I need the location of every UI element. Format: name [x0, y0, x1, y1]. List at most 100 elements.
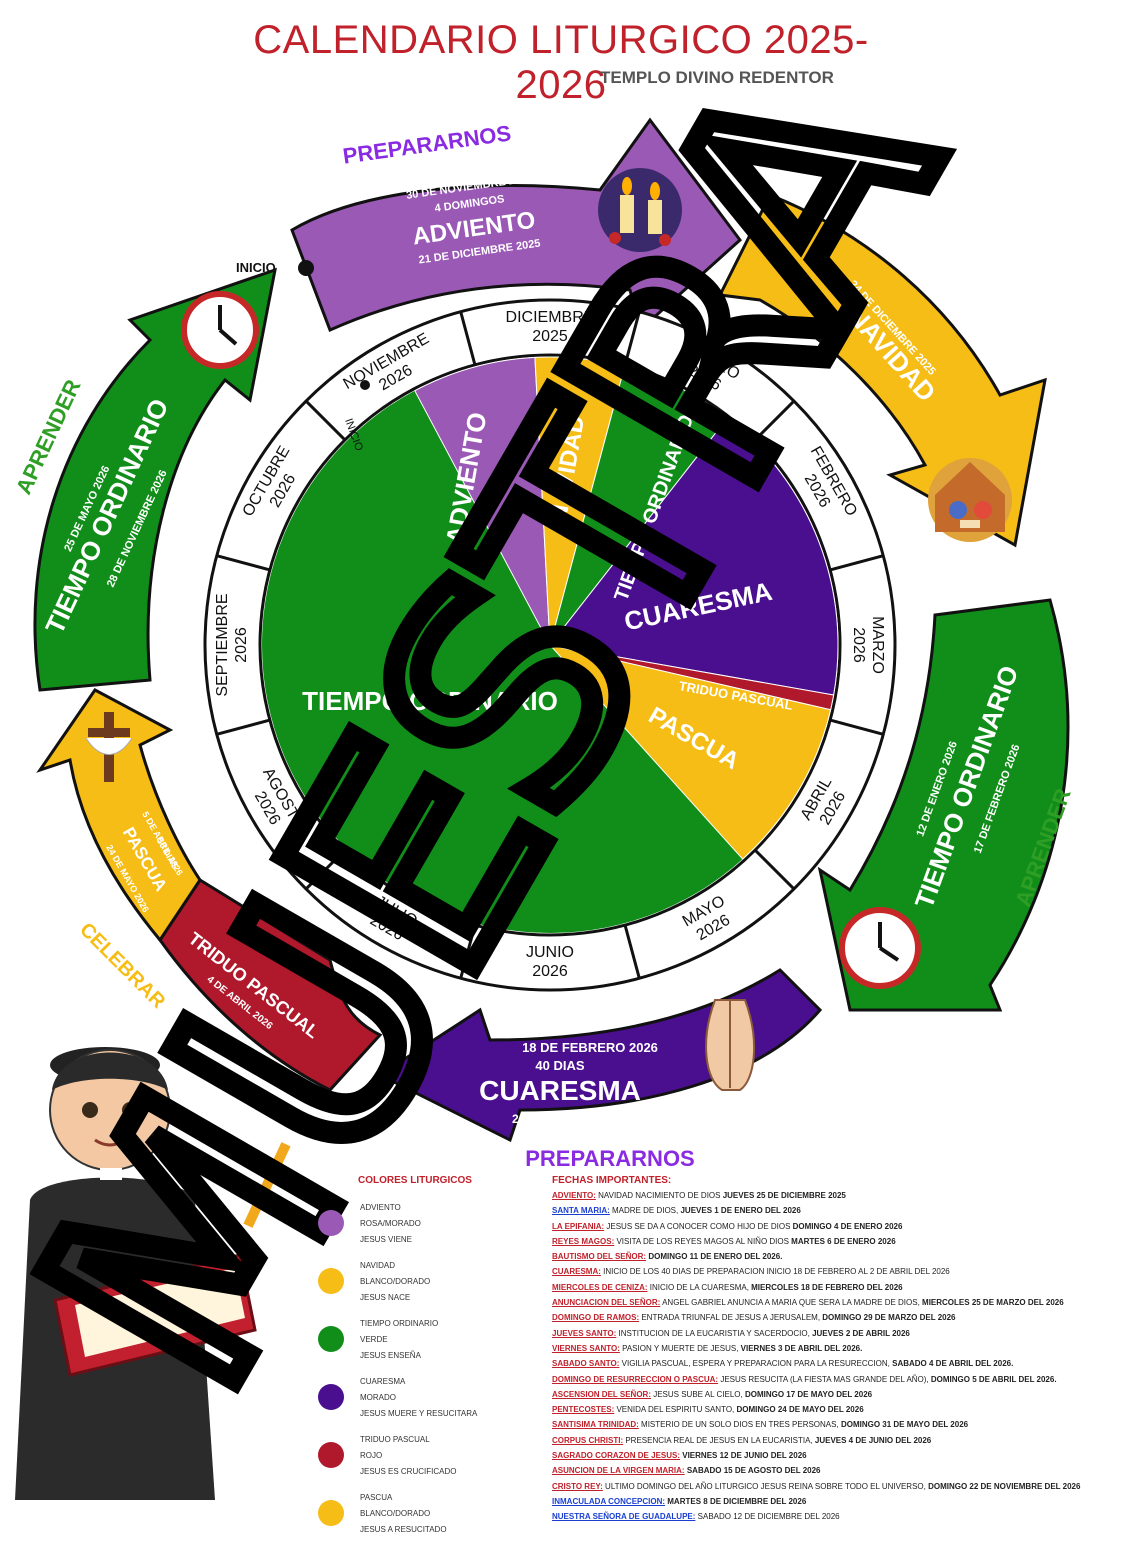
fecha-label: SANTA MARIA: — [552, 1206, 610, 1216]
legend-line: JESUS VIENE — [360, 1235, 413, 1244]
fecha-date: MIERCOLES 18 DE FEBRERO DEL 2026 — [751, 1282, 903, 1292]
pie-label-ordinario: TIEMPO ORDINARIO — [302, 686, 558, 716]
nativity-icon — [928, 458, 1012, 542]
fecha-date: JUEVES 25 DE DICIEMBRE 2025 — [722, 1191, 846, 1200]
fecha-text: VIGILIA PASCUAL, ESPERA Y PREPARACION PA… — [619, 1359, 893, 1369]
fecha-text: MISTERIO DE UN SOLO DIOS EN TRES PERSONA… — [638, 1420, 841, 1430]
arrow-ordinario-1: 12 DE ENERO 2026 TIEMPO ORDINARIO 17 DE … — [817, 598, 1070, 1012]
fecha-label: BAUTISMO DEL SEÑOR: — [552, 1252, 647, 1262]
fecha-text: ENTRADA TRIUNFAL DE JESUS A JERUSALEM, — [639, 1313, 823, 1323]
fecha-label: MIERCOLES DE CENIZA: — [552, 1282, 648, 1292]
fecha-row: CORPUS CHRISTI: PRESENCIA REAL DE JESUS … — [552, 1433, 1112, 1448]
legend-line: ADVIENTO — [360, 1203, 401, 1212]
legend-line: PASCUA — [360, 1493, 393, 1502]
fecha-row: ASUNCION DE LA VIRGEN MARIA: SABADO 15 D… — [552, 1463, 1112, 1478]
fecha-text: INICIO DE LOS 40 DIAS DE PREPARACION INI… — [600, 1267, 950, 1277]
pie-wedge-adviento — [414, 356, 551, 646]
month-divider — [459, 924, 477, 979]
month-divider — [754, 849, 796, 891]
fecha-row: DOMINGO DE RESURRECCION O PASCUA: JESUS … — [552, 1372, 1112, 1387]
legend-line: JESUS A RESUCITADO — [360, 1525, 447, 1534]
fecha-row: VIERNES SANTO: PASION Y MUERTE DE JESUS,… — [552, 1341, 1112, 1356]
fecha-text: VISITA DE LOS REYES MAGOS AL NIÑO DIOS — [614, 1236, 792, 1246]
candles-icon — [598, 168, 682, 252]
fecha-row: ANUNCIACION DEL SEÑOR: ANGEL GABRIEL ANU… — [552, 1295, 1112, 1310]
month-divider — [304, 399, 346, 441]
fecha-label: ADVIENTO: — [552, 1191, 596, 1200]
fecha-text: VENIDA DEL ESPIRITU SANTO, — [614, 1405, 737, 1415]
fecha-date: VIERNES 12 DE JUNIO DEL 2026 — [682, 1451, 807, 1461]
tag-prepararnos-bottom: PREPARARNOS — [525, 1146, 695, 1171]
pie-wedge-ordinario-short — [549, 366, 729, 646]
fecha-date: DOMINGO 4 DE ENERO 2026 — [792, 1221, 903, 1231]
month-divider — [829, 718, 884, 736]
fecha-row: SAGRADO CORAZON DE JESUS: VIERNES 12 DE … — [552, 1448, 1112, 1463]
month-divider — [304, 849, 346, 891]
legend-title: COLORES LITURGICOS — [358, 1175, 472, 1186]
inicio-dot — [298, 260, 314, 276]
fecha-text: INICIO DE LA CUARESMA, — [647, 1282, 752, 1292]
month-label: JUNIO — [526, 944, 574, 961]
fechas-list: ADVIENTO: NAVIDAD NACIMIENTO DE DIOS JUE… — [552, 1188, 1112, 1525]
month-label: DICIEMBRE — [506, 309, 595, 326]
legend-color-dot — [318, 1326, 344, 1352]
fecha-label: ASUNCION DE LA VIRGEN MARIA: — [552, 1466, 685, 1476]
fecha-date: DOMINGO 24 DE MAYO DEL 2026 — [736, 1405, 864, 1415]
cuaresma-line1: 18 DE FEBRERO 2026 — [522, 1040, 658, 1055]
fecha-row: DOMINGO DE RAMOS: ENTRADA TRIUNFAL DE JE… — [552, 1310, 1112, 1325]
month-year: 2026 — [233, 627, 250, 663]
fecha-row: ADVIENTO: NAVIDAD NACIMIENTO DE DIOS JUE… — [552, 1188, 1112, 1203]
arrow-ordinario-2: 25 DE MAYO 2026 TIEMPO ORDINARIO 28 DE N… — [33, 267, 277, 692]
legend-color-dot — [318, 1500, 344, 1526]
legend-line: JESUS ENSEÑA — [360, 1351, 421, 1360]
fecha-label: DOMINGO DE RESURRECCION O PASCUA: — [552, 1374, 719, 1384]
month-divider — [754, 399, 796, 441]
fecha-row: PENTECOSTES: VENIDA DEL ESPIRITU SANTO, … — [552, 1402, 1112, 1417]
fecha-row: SANTISIMA TRINIDAD: MISTERIO DE UN SOLO … — [552, 1417, 1112, 1432]
fecha-text: ULTIMO DOMINGO DEL AÑO LITURGICO JESUS R… — [602, 1481, 929, 1491]
month-year: 2026 — [532, 963, 568, 980]
praying-hands-icon — [705, 999, 755, 1091]
fecha-date: JUEVES 2 DE ABRIL 2026 — [812, 1328, 910, 1338]
fecha-label: INMACULADA CONCEPCION: — [552, 1496, 666, 1506]
page-title: CALENDARIO LITURGICO 2025-2026 — [253, 18, 869, 107]
fecha-text: INSTITUCION DE LA EUCARISTIA Y SACERDOCI… — [616, 1328, 813, 1338]
month-year: 2026 — [850, 627, 867, 663]
fecha-label: SANTISIMA TRINIDAD: — [552, 1420, 639, 1430]
inner-pie — [262, 356, 839, 933]
month-divider — [216, 718, 271, 736]
fecha-text: SABADO 12 DE DICIEMBRE DEL 2026 — [695, 1512, 840, 1522]
fecha-text: MADRE DE DIOS, — [609, 1206, 681, 1216]
cuaresma-line3: 2 DE ABRIL 2026 — [512, 1112, 608, 1126]
fecha-row: REYES MAGOS: VISITA DE LOS REYES MAGOS A… — [552, 1234, 1112, 1249]
fecha-text: JESUS SUBE AL CIELO, — [650, 1389, 745, 1399]
month-year: 2025 — [532, 328, 568, 345]
fecha-date: VIERNES 3 DE ABRIL DEL 2026. — [740, 1343, 863, 1353]
fecha-row: INMACULADA CONCEPCION: MARTES 8 DE DICIE… — [552, 1494, 1112, 1509]
legend-line: TIEMPO ORDINARIO — [360, 1319, 439, 1328]
fecha-date: DOMINGO 17 DE MAYO DEL 2026 — [744, 1389, 873, 1399]
legend-line: CUARESMA — [360, 1377, 406, 1386]
fecha-label: CORPUS CHRISTI: — [552, 1435, 624, 1445]
clock-icon — [181, 291, 259, 369]
fecha-date: SABADO 4 DE ABRIL DEL 2026. — [892, 1359, 1014, 1369]
fecha-text: JESUS RESUCITA (LA FIESTA MAS GRANDE DEL… — [718, 1374, 931, 1384]
legend-line: JESUS ES CRUCIFICADO — [360, 1467, 457, 1476]
fecha-text: NAVIDAD NACIMIENTO DE DIOS — [595, 1191, 723, 1200]
arrow-navidad: 24 DE DICIEMBRE 2025 NAVIDAD — [717, 193, 1047, 548]
fecha-date: JUEVES 1 DE ENERO DEL 2026 — [680, 1206, 801, 1216]
fecha-label: DOMINGO DE RAMOS: — [552, 1313, 640, 1323]
fecha-label: SAGRADO CORAZON DE JESUS: — [552, 1451, 681, 1461]
month-divider — [829, 554, 884, 572]
fecha-label: PENTECOSTES: — [552, 1405, 615, 1415]
legend-line: BLANCO/DORADO — [360, 1277, 431, 1286]
